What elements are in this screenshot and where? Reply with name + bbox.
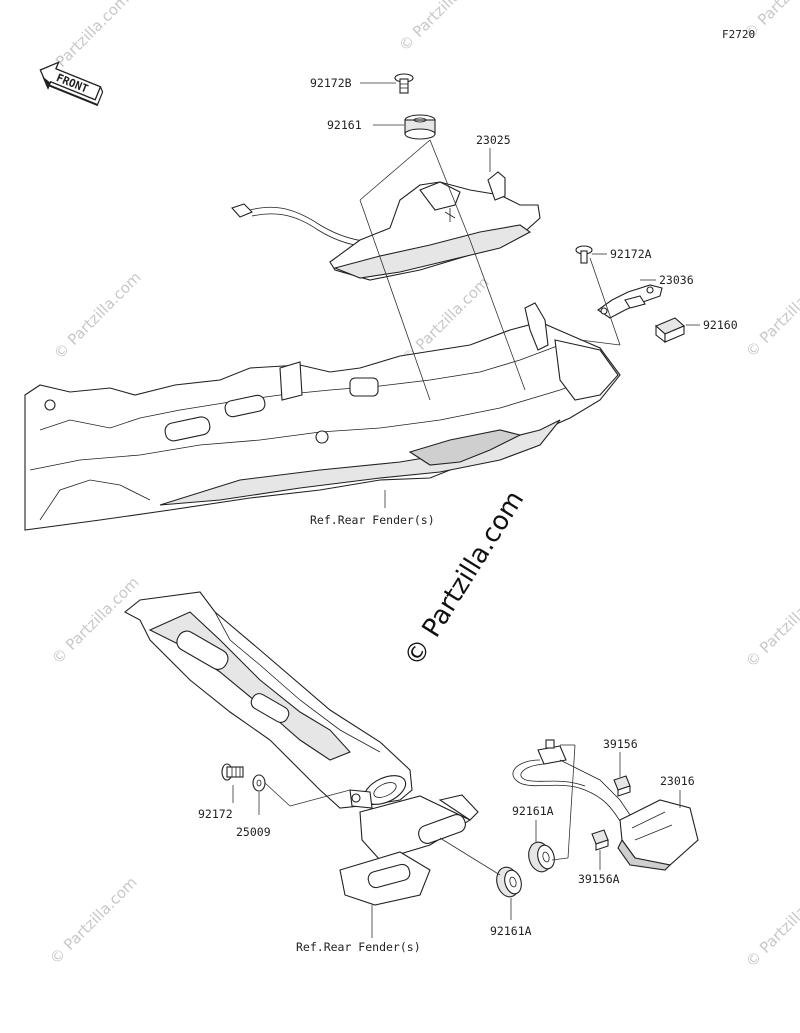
callout-92161: 92161 [327, 118, 362, 132]
watermark-text: © Partzilla.com [395, 0, 490, 55]
callout-92161A-upper: 92161A [512, 804, 554, 818]
callout-92160: 92160 [703, 318, 738, 332]
watermark-text: © Partzilla.com [48, 573, 143, 668]
watermark-text: © Partzilla.com [742, 576, 800, 671]
bottom-leader-lines [232, 744, 681, 938]
license-light-cover [231, 171, 541, 281]
ref-rear-fender-bottom: Ref.Rear Fender(s) [296, 940, 421, 954]
callout-25009: 25009 [236, 825, 271, 839]
screw-92172B [394, 73, 414, 94]
callout-23036: 23036 [659, 273, 694, 287]
callout-92172: 92172 [198, 807, 233, 821]
watermark-text: © Partzilla.com [50, 268, 145, 363]
callout-39156A: 39156A [578, 872, 620, 886]
callout-23016: 23016 [660, 774, 695, 788]
top-leader-lines [359, 82, 700, 508]
bracket-23036 [597, 284, 663, 319]
grommet-92161 [404, 114, 436, 140]
callout-92161A-lower: 92161A [490, 924, 532, 938]
washer-25009 [252, 774, 266, 792]
license-lamp-23016 [512, 739, 699, 871]
bolt-92172 [221, 763, 244, 781]
rear-fender-lower [124, 591, 479, 906]
callout-92172A: 92172A [610, 247, 652, 261]
grommet-92161A-lower [496, 866, 522, 898]
watermark-text: © Partzilla.com [46, 873, 141, 968]
figure-id: F2720 [722, 28, 755, 41]
pad-92160 [654, 317, 686, 344]
screw-92172A [575, 245, 593, 264]
clamp-39156A [591, 829, 609, 851]
callout-39156: 39156 [603, 737, 638, 751]
grommet-92161A-upper [528, 841, 555, 873]
rear-fender-upper [24, 302, 621, 531]
watermark-text: © Partzilla.com [742, 876, 800, 971]
callout-92172B: 92172B [310, 76, 352, 90]
callout-23025: 23025 [476, 133, 511, 147]
ref-rear-fender-top: Ref.Rear Fender(s) [310, 513, 435, 527]
clamp-39156 [613, 775, 631, 797]
watermark-text: © Partzilla.com [742, 266, 800, 361]
